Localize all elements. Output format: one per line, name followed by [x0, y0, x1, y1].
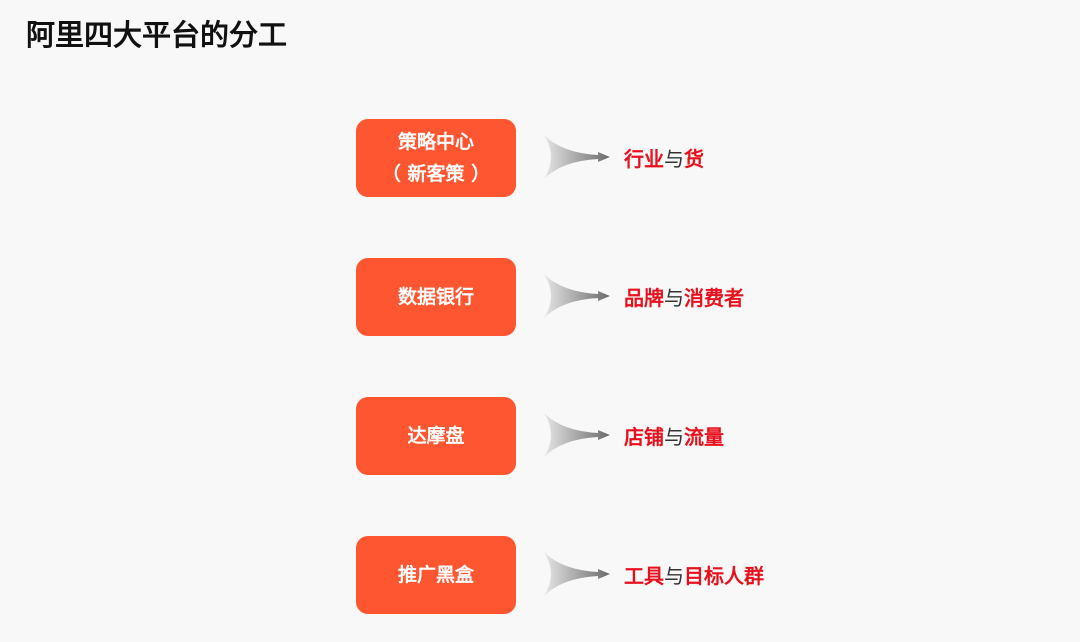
platform-box: 数据银行: [356, 258, 516, 336]
box-line: 达摩盘: [407, 425, 465, 447]
box-line: 推广黑盒: [397, 564, 474, 586]
box-line: 数据银行: [397, 286, 474, 308]
page-title: 阿里四大平台的分工: [26, 18, 288, 52]
arrow-icon: [544, 552, 610, 596]
platform-row-damopan: 达摩盘 店铺与流量: [356, 397, 1056, 475]
platform-box: 策略中心 （ 新客策 ）: [356, 119, 516, 197]
arrow-icon: [544, 274, 610, 318]
box-line: 策略中心: [397, 131, 474, 153]
arrow-icon: [544, 135, 610, 179]
role-label: 行业与货: [624, 147, 704, 171]
role-label: 工具与目标人群: [624, 564, 764, 588]
role-label: 品牌与消费者: [624, 286, 744, 310]
arrow-icon: [544, 413, 610, 457]
role-label: 店铺与流量: [624, 425, 724, 449]
platform-box: 推广黑盒: [356, 536, 516, 614]
platform-row-data-bank: 数据银行 品牌与消费者: [356, 258, 1056, 336]
platform-box: 达摩盘: [356, 397, 516, 475]
box-line: （ 新客策 ）: [381, 163, 491, 185]
platform-row-promo-blackbox: 推广黑盒 工具与目标人群: [356, 536, 1056, 614]
platform-row-strategy-center: 策略中心 （ 新客策 ） 行业与货: [356, 119, 1056, 197]
